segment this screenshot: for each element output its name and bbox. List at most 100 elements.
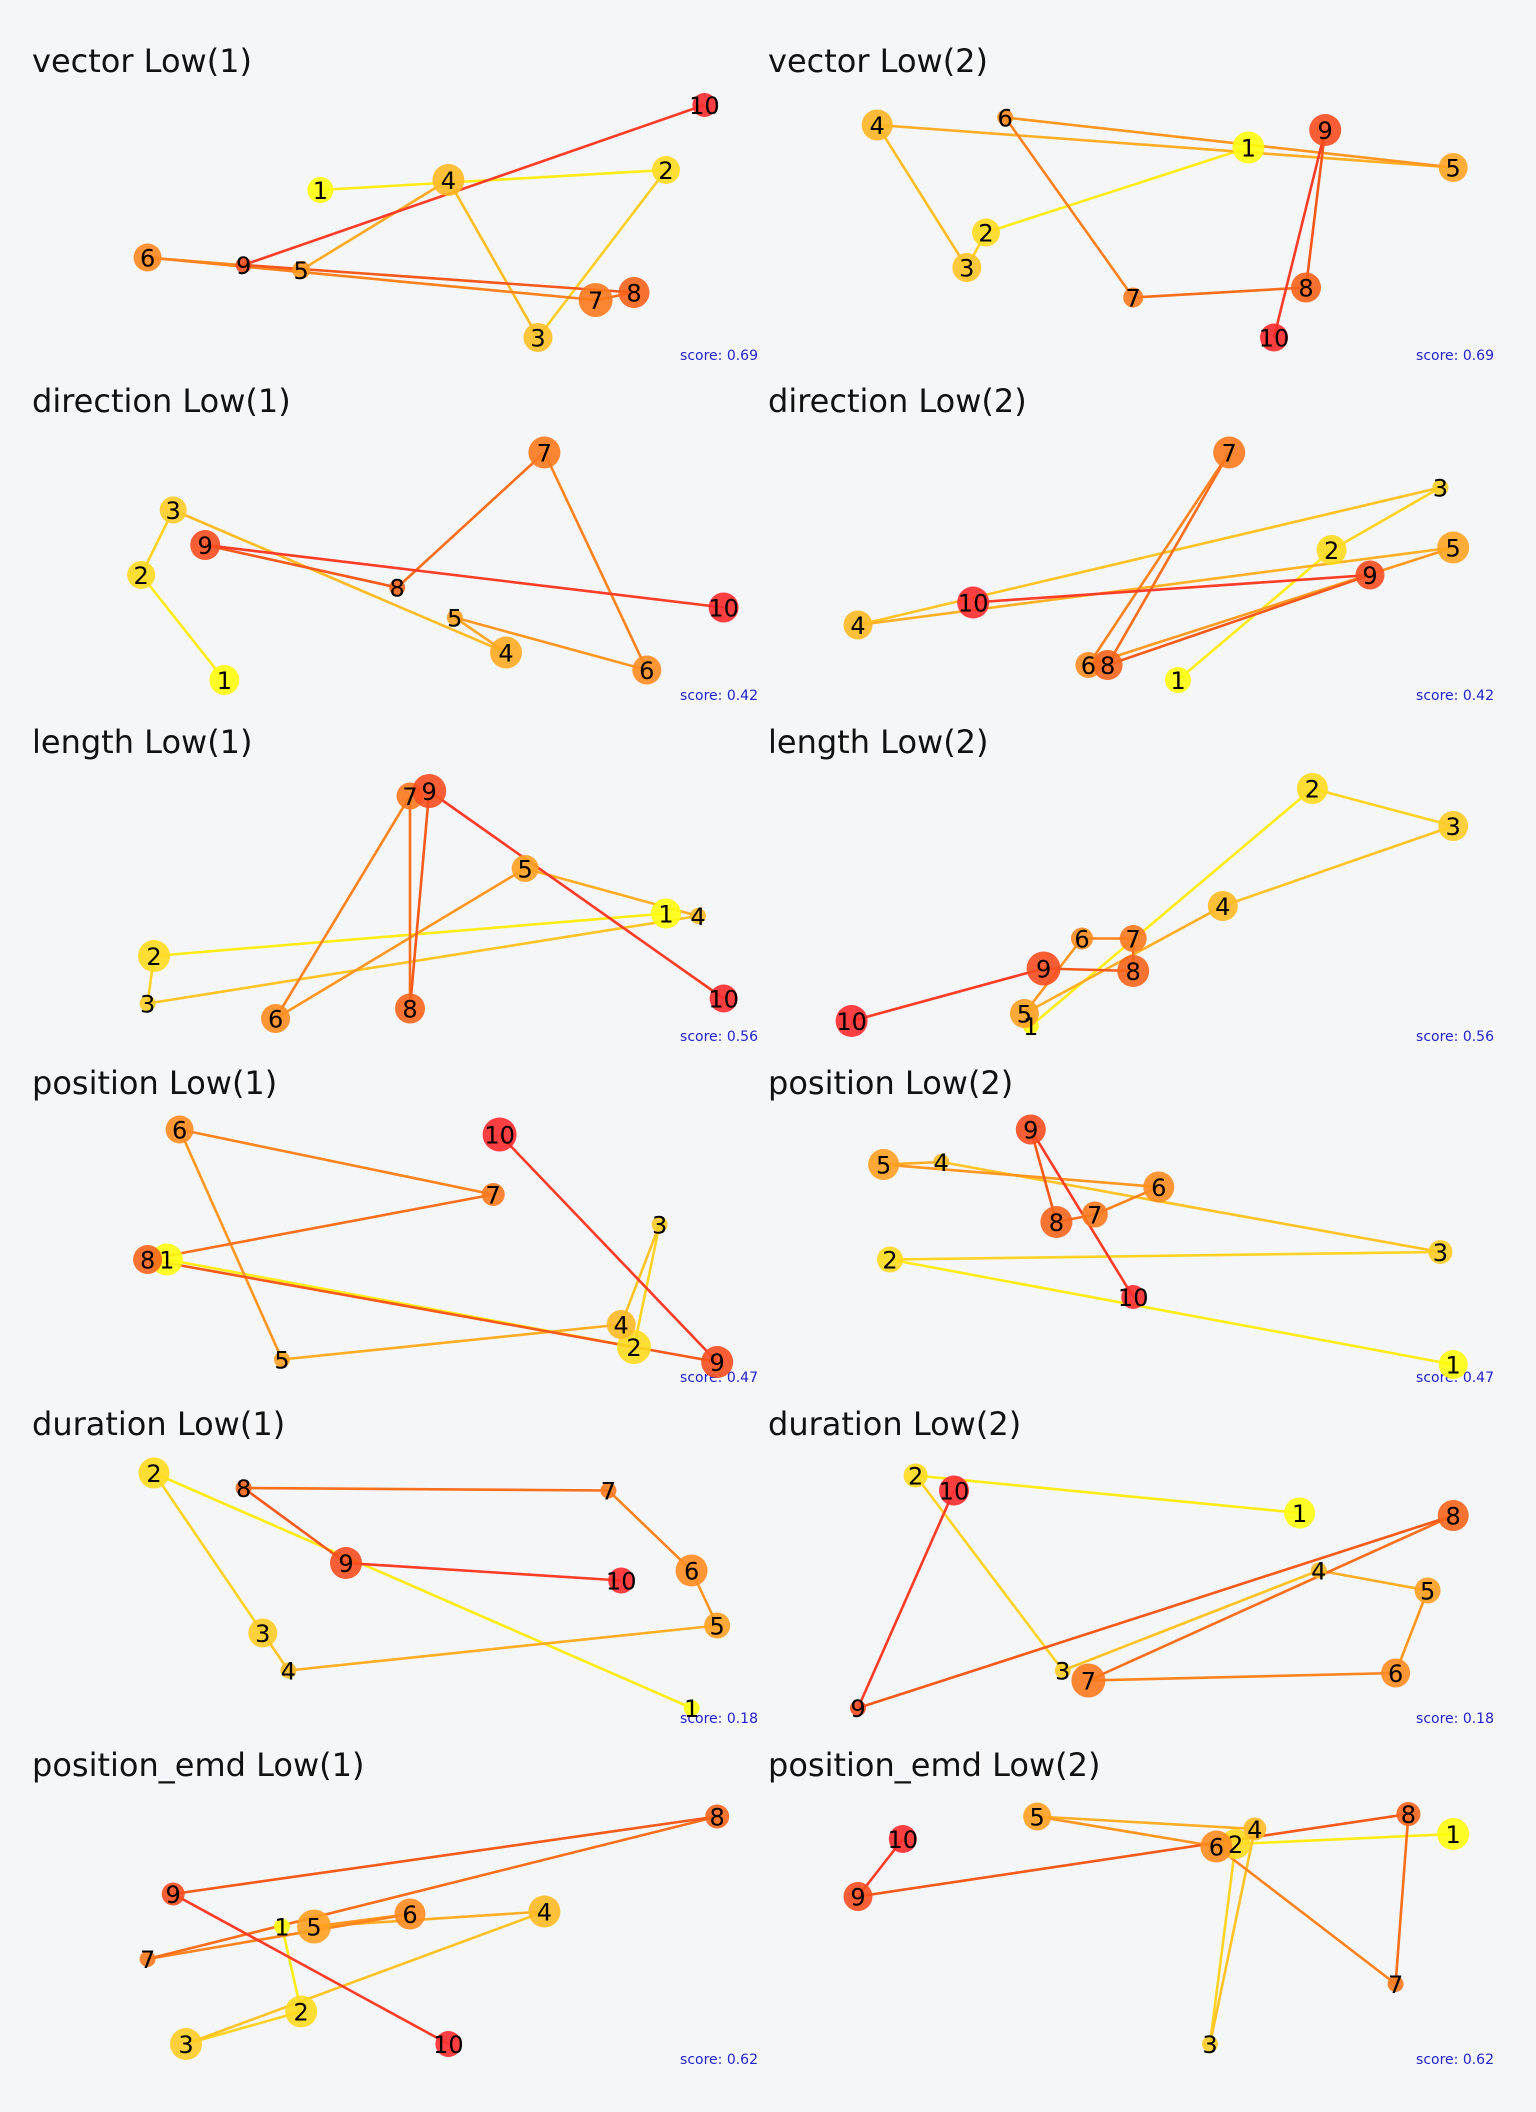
point-label: 8 [140,1247,155,1275]
point-marker [606,1310,636,1339]
path-segment [447,179,540,339]
point-label: 3 [1202,2031,1217,2059]
point-marker [481,1183,505,1206]
point-marker [868,1149,900,1180]
point-label: 1 [217,667,232,695]
point-marker [435,2031,462,2057]
point-label: 10 [888,1826,919,1854]
point-marker [1071,1663,1106,1698]
point-label: 3 [959,255,974,283]
point-label: 1 [1170,667,1185,695]
point-marker [248,1618,278,1648]
point-marker [1414,1577,1441,1604]
path-segment [1312,787,1454,828]
point-label: 3 [255,1620,270,1648]
point-label: 8 [1298,275,1313,303]
scatter-panel: position_emd Low(2)score: 0.621234567891… [768,1746,1494,2068]
point-marker [888,1825,917,1853]
point-marker [133,1245,163,1274]
point-label: 10 [958,590,989,618]
point-marker [1437,1818,1470,1850]
point-label: 3 [1433,1239,1448,1267]
point-marker [1284,1497,1316,1529]
path-segment [288,1624,718,1672]
point-label: 4 [934,1149,949,1177]
point-marker [1432,479,1449,496]
point-marker [632,655,662,685]
path-segment [857,1514,1454,1710]
point-marker [1213,436,1246,469]
path-segment [281,1323,622,1361]
chart-title: length Low(2) [768,723,989,761]
point-label: 7 [1222,440,1237,468]
point-label: 5 [710,1613,725,1641]
path-segment [1330,486,1442,552]
point-marker [1291,272,1321,303]
path-segment [140,574,226,681]
point-marker [1081,1201,1108,1228]
point-marker [280,1662,297,1679]
point-marker [490,636,522,669]
path-segment [857,1812,1409,1898]
path-segment [147,1912,411,1961]
point-label: 9 [710,1349,725,1377]
point-label: 10 [606,1568,637,1596]
point-marker [1023,1802,1052,1831]
point-marker [608,1567,635,1594]
point-label: 1 [1241,135,1256,163]
point-label: 8 [1446,1503,1461,1531]
point-label: 3 [1055,1658,1070,1686]
point-marker [292,261,311,279]
path-segment [1394,1813,1410,1985]
point-label: 7 [140,1946,155,1974]
point-label: 6 [684,1558,699,1586]
point-label: 4 [1247,1816,1262,1844]
point-label: 7 [1081,1668,1096,1696]
point-label: 2 [1324,537,1339,565]
path-segment [1088,1671,1396,1682]
path-segment [985,146,1249,234]
point-label: 3 [166,497,181,525]
point-marker [235,1480,252,1496]
point-label: 2 [658,157,673,185]
point-label: 2 [978,220,993,248]
path-segment [274,867,526,1020]
point-label: 8 [1100,652,1115,680]
point-marker [432,164,465,196]
point-marker [709,984,738,1013]
path-segment [147,914,699,1005]
point-label: 2 [626,1334,641,1362]
path-segment [1272,129,1327,338]
point-marker [1232,131,1265,164]
point-label: 3 [1433,475,1448,503]
point-label: 2 [294,1999,309,2027]
point-marker [1310,1562,1327,1579]
point-label: 6 [140,245,155,273]
score-label: score: 0.47 [680,1370,758,1386]
path-segment [883,1163,1159,1189]
point-label: 5 [447,605,462,633]
path-segment [345,1561,622,1582]
score-label: score: 0.18 [1416,1711,1494,1727]
point-label: 1 [658,901,673,929]
point-label: 5 [306,1914,321,1942]
point-marker [274,1351,290,1368]
point-marker [138,1457,170,1489]
point-marker [1381,1658,1411,1688]
point-marker [843,610,873,640]
point-label: 8 [390,575,405,603]
point-marker [1243,1817,1267,1841]
point-marker [957,586,990,619]
point-marker [997,109,1014,126]
point-marker [1309,114,1342,146]
chart-title: vector Low(1) [32,42,252,80]
point-marker [274,1918,290,1935]
path-segment [1106,451,1231,666]
point-label: 3 [1446,813,1461,841]
point-marker [528,436,561,469]
point-marker [939,1475,969,1506]
score-label: score: 0.62 [1416,2052,1494,2068]
path-segment [857,546,1454,627]
chart-title: duration Low(2) [768,1405,1021,1443]
